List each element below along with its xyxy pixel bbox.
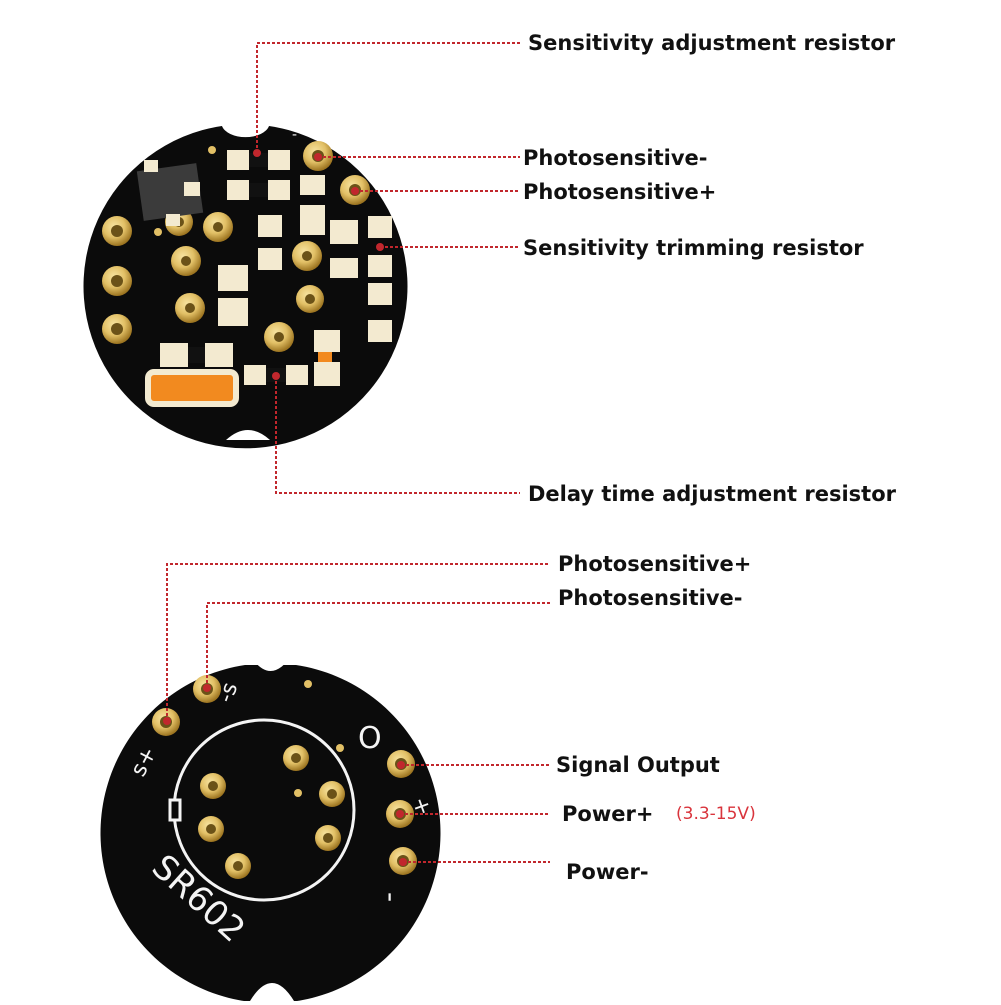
label-bottom-photosensitive-plus: Photosensitive+ — [558, 552, 752, 576]
top-silk-minus: - — [292, 127, 297, 143]
top-smd-components — [160, 150, 392, 386]
silk-minus: - — [375, 892, 408, 902]
top-board-notch — [226, 430, 270, 440]
label-top-photosensitive-minus: Photosensitive- — [523, 146, 708, 170]
silk-circle-mark: O — [358, 721, 382, 756]
label-bottom-photosensitive-minus: Photosensitive- — [558, 586, 743, 610]
bottom-board-bottom-notch — [250, 983, 294, 1001]
top-leader-dots — [253, 149, 384, 380]
top-ic-chip — [136, 160, 204, 226]
bottom-leader-lines — [166, 563, 550, 863]
label-signal-output: Signal Output — [556, 753, 720, 777]
label-power-plus: Power+ — [562, 802, 654, 826]
label-delay-time-adjustment-resistor: Delay time adjustment resistor — [528, 482, 897, 506]
bottom-board-top-notch — [248, 652, 294, 671]
bottom-board-outline — [100, 665, 441, 1004]
label-power-voltage-note: (3.3-15V) — [676, 804, 756, 824]
bottom-inner-pads — [198, 680, 345, 879]
label-top-photosensitive-plus: Photosensitive+ — [523, 180, 717, 204]
bottom-leader-dots — [163, 684, 407, 866]
bottom-pcb-board: SR602 s+ -s + - O — [100, 652, 441, 1004]
label-sensitivity-trimming-resistor: Sensitivity trimming resistor — [523, 236, 864, 260]
top-pcb-board: - — [83, 126, 408, 449]
label-sensitivity-adjustment-resistor: Sensitivity adjustment resistor — [528, 31, 896, 55]
orange-marker — [318, 352, 332, 362]
orange-capacitor — [145, 369, 239, 407]
top-leader-lines — [256, 42, 520, 494]
silk-key-notch — [168, 798, 182, 822]
label-power-minus: Power- — [566, 860, 649, 884]
